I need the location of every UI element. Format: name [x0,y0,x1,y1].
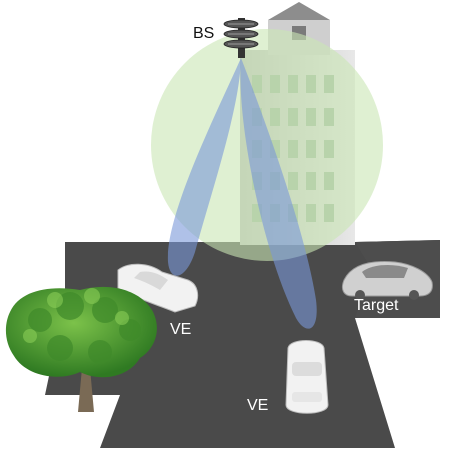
vehicle-bottom-icon [285,340,329,414]
base-station-icon [223,18,259,58]
target-label: Target [354,297,399,314]
ve-bottom-label: VE [247,397,268,414]
vehicle-left-icon [117,263,199,313]
beam-right [240,58,317,329]
bs-label: BS [193,25,214,42]
target-vehicle-icon [341,261,433,300]
tree-icon [5,286,157,412]
ve-left-label: VE [170,321,191,338]
beam-left [167,58,241,276]
beams [167,58,317,329]
